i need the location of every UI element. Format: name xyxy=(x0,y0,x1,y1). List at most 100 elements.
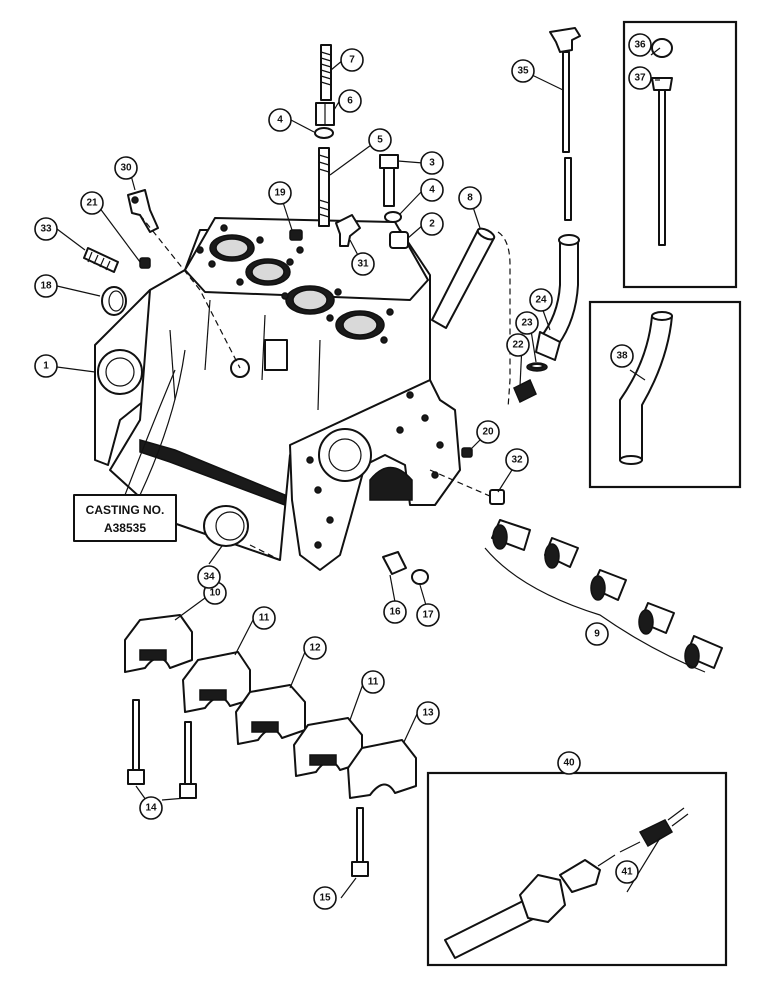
svg-text:20: 20 xyxy=(482,427,494,438)
callout-5: 5 xyxy=(368,128,392,152)
washer-4-top xyxy=(314,127,334,139)
bolt-14a xyxy=(127,699,145,785)
stud-33 xyxy=(83,247,119,273)
svg-text:4: 4 xyxy=(277,115,283,126)
svg-text:37: 37 xyxy=(634,73,646,84)
engine-block xyxy=(94,217,461,571)
washer-17 xyxy=(411,569,429,585)
stud-5 xyxy=(318,147,330,227)
callout-30: 30 xyxy=(114,156,138,180)
callout-22: 22 xyxy=(506,333,530,357)
callout-9: 9 xyxy=(585,622,609,646)
plug-16 xyxy=(382,551,407,575)
heater-cord-41 xyxy=(619,807,689,853)
callout-19: 19 xyxy=(268,181,292,205)
oring-23 xyxy=(526,362,548,372)
tube-8 xyxy=(431,227,496,329)
callout-38: 38 xyxy=(610,344,634,368)
svg-text:30: 30 xyxy=(120,163,132,174)
bushing-2 xyxy=(389,231,409,249)
callout-40: 40 xyxy=(557,751,581,775)
svg-text:33: 33 xyxy=(40,224,52,235)
callout-24: 24 xyxy=(529,288,553,312)
dipstick-37 xyxy=(651,38,673,246)
svg-text:6: 6 xyxy=(347,96,353,107)
callout-6: 6 xyxy=(338,89,362,113)
svg-text:34: 34 xyxy=(203,572,215,583)
heater-element xyxy=(444,874,566,959)
callout-37: 37 xyxy=(628,66,652,90)
callout-17: 17 xyxy=(416,603,440,627)
callout-2: 2 xyxy=(420,212,444,236)
fitting-31 xyxy=(335,214,361,247)
svg-text:14: 14 xyxy=(145,803,157,814)
svg-text:32: 32 xyxy=(511,455,523,466)
svg-text:18: 18 xyxy=(40,281,52,292)
bearing-cap-12 xyxy=(235,684,306,745)
elbow-tube-24 xyxy=(535,234,580,361)
callout-12: 12 xyxy=(303,636,327,660)
svg-text:9: 9 xyxy=(594,629,600,640)
svg-text:10: 10 xyxy=(209,588,221,599)
callout-32: 32 xyxy=(505,448,529,472)
callout-36: 36 xyxy=(628,33,652,57)
box-dipstick-alt xyxy=(622,20,738,289)
bolt-15 xyxy=(351,807,369,877)
bearing-cap-13 xyxy=(347,739,417,799)
svg-text:16: 16 xyxy=(389,607,401,618)
bearing-cap-10 xyxy=(124,614,193,673)
svg-text:2: 2 xyxy=(429,219,435,230)
box-tube-alt xyxy=(588,300,742,489)
callout-4-top: 4 xyxy=(268,108,292,132)
callout-18: 18 xyxy=(34,274,58,298)
svg-text:36: 36 xyxy=(634,40,646,51)
bearing-cap-11b xyxy=(293,717,363,777)
bushing-32 xyxy=(489,489,505,505)
callout-8: 8 xyxy=(458,186,482,210)
svg-text:19: 19 xyxy=(274,188,286,199)
plug-34 xyxy=(203,505,249,547)
callout-1: 1 xyxy=(34,354,58,378)
callout-15: 15 xyxy=(313,886,337,910)
box-block-heater xyxy=(426,771,728,967)
svg-text:24: 24 xyxy=(535,295,547,306)
tube-38 xyxy=(619,311,673,465)
svg-text:40: 40 xyxy=(563,758,575,769)
svg-text:17: 17 xyxy=(422,610,434,621)
plug-21 xyxy=(139,257,151,269)
callout-20: 20 xyxy=(476,420,500,444)
svg-text:23: 23 xyxy=(521,318,533,329)
callout-35: 35 xyxy=(511,59,535,83)
callout-23: 23 xyxy=(515,311,539,335)
svg-text:41: 41 xyxy=(621,867,633,878)
callout-33: 33 xyxy=(34,217,58,241)
fitting-22 xyxy=(513,378,537,404)
nut-6 xyxy=(315,102,335,126)
plug-20 xyxy=(461,447,473,458)
callout-31: 31 xyxy=(351,252,375,276)
callout-34: 34 xyxy=(197,565,221,589)
bolt-14b xyxy=(179,721,197,799)
callout-41: 41 xyxy=(615,860,639,884)
svg-text:4: 4 xyxy=(429,185,435,196)
casting-label: CASTING NO. A38535 xyxy=(73,494,177,542)
svg-text:11: 11 xyxy=(259,613,270,624)
bolt-3 xyxy=(379,154,399,207)
callout-13: 13 xyxy=(416,701,440,725)
washer-4-right xyxy=(384,211,402,223)
plug-18 xyxy=(101,286,127,316)
stud-7 xyxy=(320,44,332,101)
callout-21: 21 xyxy=(80,191,104,215)
svg-text:8: 8 xyxy=(467,193,473,204)
svg-text:3: 3 xyxy=(429,158,435,169)
svg-text:31: 31 xyxy=(357,259,369,270)
svg-text:22: 22 xyxy=(512,340,524,351)
sensor-30 xyxy=(127,189,159,233)
callout-16: 16 xyxy=(383,600,407,624)
callout-3: 3 xyxy=(420,151,444,175)
svg-text:38: 38 xyxy=(616,351,628,362)
svg-text:21: 21 xyxy=(86,198,98,209)
dipstick-35 xyxy=(549,27,581,221)
bearing-cap-11a xyxy=(182,651,251,713)
